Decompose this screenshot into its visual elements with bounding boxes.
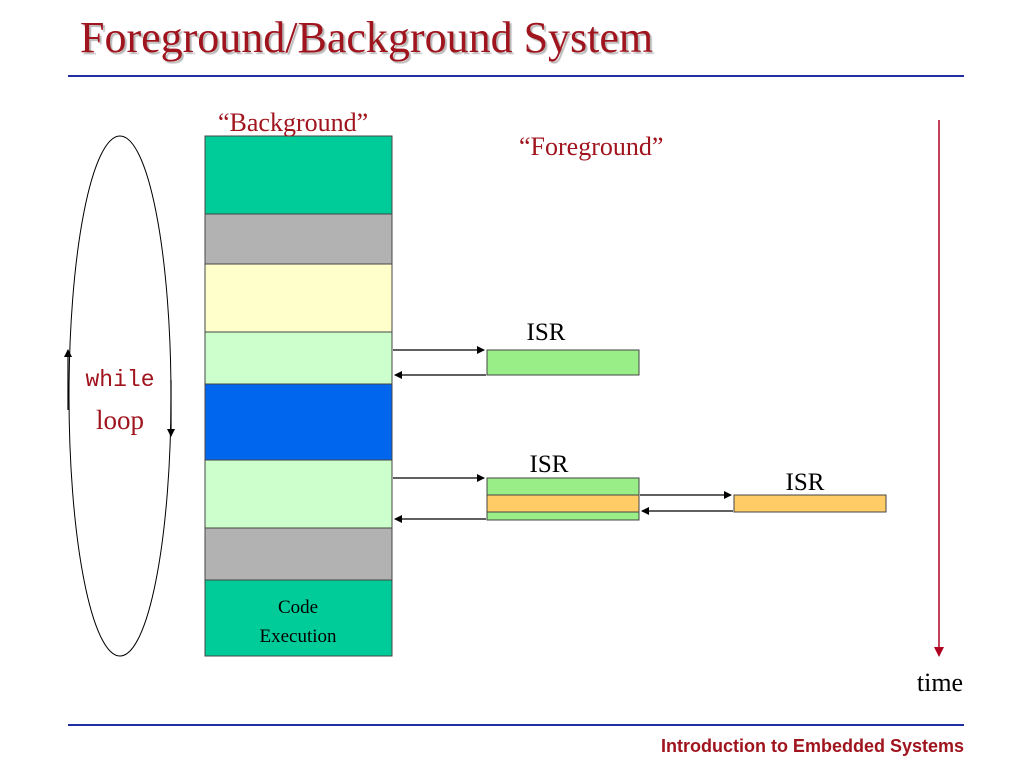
background-stack — [204, 135, 393, 657]
background-label: “Background” — [218, 108, 368, 137]
stack-block-gray-1 — [204, 213, 393, 265]
while-loop-ellipse — [68, 135, 172, 657]
stack-block-blue — [204, 383, 393, 461]
loop-word: loop — [96, 405, 144, 435]
code-execution-line2: Execution — [259, 626, 337, 647]
footer-divider — [68, 724, 964, 726]
stack-block-green-1 — [204, 331, 393, 385]
isr-block-1 — [486, 349, 640, 376]
isr-block-3 — [733, 494, 887, 513]
time-label: time — [917, 668, 963, 697]
foreground-label: “Foreground” — [519, 132, 663, 161]
while-keyword: while — [85, 367, 154, 393]
stack-block-teal-top — [204, 135, 393, 215]
stack-block-green-2 — [204, 459, 393, 529]
code-execution-line1: Code — [278, 597, 318, 618]
footer-text: Introduction to Embedded Systems — [660, 736, 964, 756]
page-title: Foreground/Background System — [80, 13, 654, 62]
title-divider — [68, 75, 964, 77]
isr-label-3: ISR — [786, 469, 825, 496]
stack-block-code-execution — [204, 579, 393, 657]
stack-block-cream — [204, 263, 393, 333]
isr-block-2-preempted — [486, 494, 640, 513]
isr-label-2: ISR — [530, 451, 569, 478]
isr-label-1: ISR — [527, 319, 566, 346]
stack-block-gray-2 — [204, 527, 393, 581]
